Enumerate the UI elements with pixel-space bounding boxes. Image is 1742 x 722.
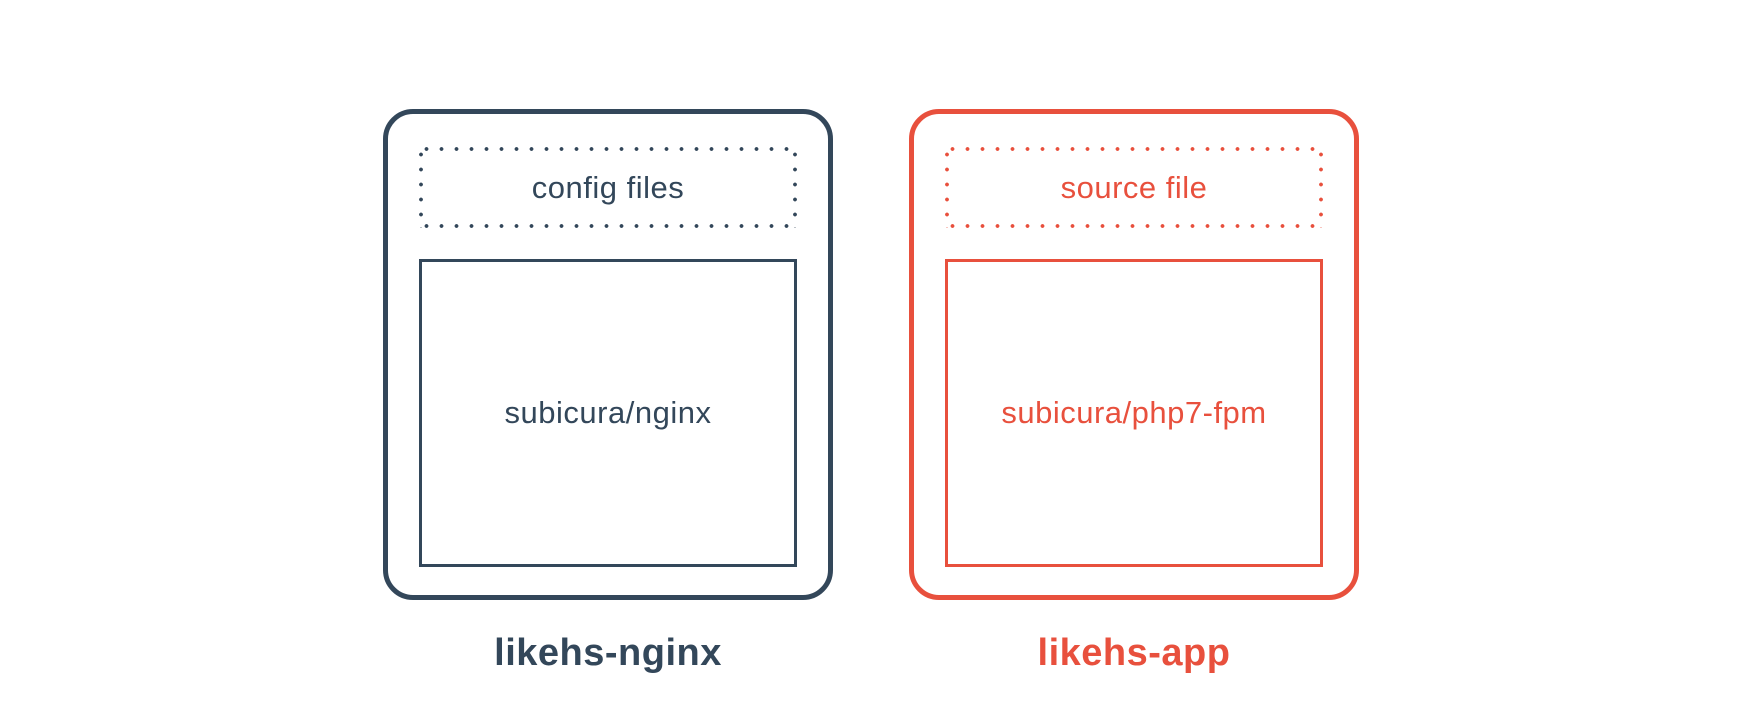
docker-image-label-nginx: subicura/nginx bbox=[504, 395, 712, 430]
volume-mount-box-nginx: config files bbox=[419, 147, 797, 228]
container-box-app: source file subicura/php7-fpm bbox=[909, 109, 1359, 600]
volume-mount-box-app: source file bbox=[945, 147, 1323, 228]
container-box-nginx: config files subicura/nginx bbox=[383, 109, 833, 600]
docker-image-box-nginx: subicura/nginx bbox=[419, 259, 797, 567]
container-name-label-app: likehs-app bbox=[1037, 632, 1231, 674]
spacer bbox=[419, 228, 797, 259]
container-name-label-nginx: likehs-nginx bbox=[494, 632, 722, 674]
volume-mount-label-app: source file bbox=[1060, 169, 1208, 205]
docker-containers-diagram: config files subicura/nginx likehs-nginx… bbox=[383, 109, 1359, 675]
container-group-nginx: config files subicura/nginx likehs-nginx bbox=[383, 109, 833, 675]
container-group-app: source file subicura/php7-fpm likehs-app bbox=[909, 109, 1359, 675]
spacer bbox=[945, 228, 1323, 259]
docker-image-box-app: subicura/php7-fpm bbox=[945, 259, 1323, 567]
volume-mount-label-nginx: config files bbox=[531, 169, 685, 205]
docker-image-label-app: subicura/php7-fpm bbox=[1001, 395, 1267, 430]
